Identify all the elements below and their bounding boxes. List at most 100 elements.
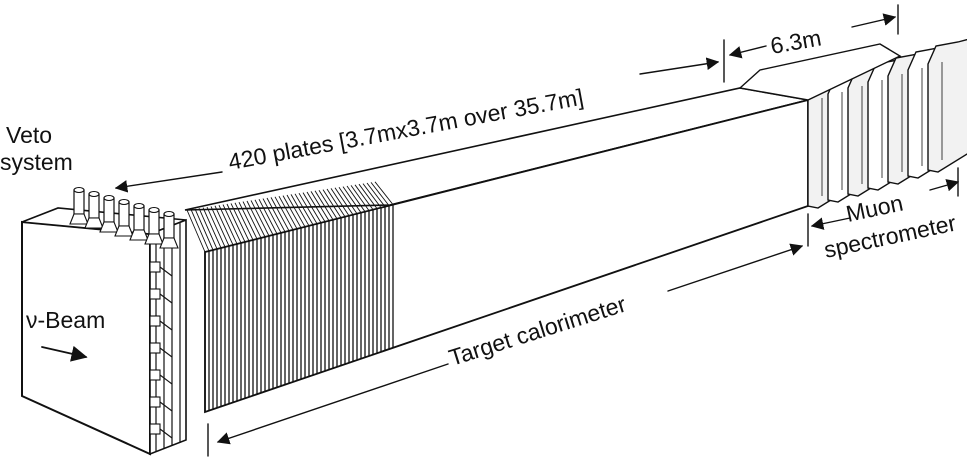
plate-top-line (326, 188, 346, 217)
plate-top-line (230, 203, 250, 242)
plate-top-line (262, 198, 282, 234)
plate-top-line (350, 185, 370, 211)
plate-top-line (314, 190, 334, 220)
muon-arrow-right (929, 179, 960, 192)
veto-connector (149, 342, 161, 354)
veto-tube (118, 201, 130, 227)
beam-label: ν-Beam (26, 307, 105, 333)
veto-label-line1: Veto (6, 122, 52, 148)
veto-tube (73, 189, 85, 215)
veto-label-line2: system (0, 149, 73, 175)
plate-top-line (354, 184, 374, 210)
plate-top-line (202, 207, 222, 249)
plate-top-line (366, 182, 386, 207)
plate-top-line (362, 183, 382, 208)
plates-arrow-left (114, 171, 223, 193)
veto-system (21, 186, 187, 456)
veto-tube (148, 209, 160, 235)
plate-top-line (298, 192, 318, 225)
plate-top-line (270, 197, 290, 232)
plate-top-line (306, 191, 326, 222)
plate-top-line (358, 183, 378, 209)
plate-top-line (210, 206, 230, 247)
veto-tube (103, 197, 115, 223)
veto-tube (163, 213, 175, 239)
plate-top-line (374, 181, 394, 205)
plate-top-line (278, 195, 298, 230)
plate-top-line (302, 192, 322, 223)
plate-top-line (342, 186, 362, 213)
plate-top-line (242, 201, 262, 239)
veto-connector (149, 396, 161, 408)
plate-top-line (266, 197, 286, 233)
plate-top-line (322, 189, 342, 218)
plate-top-line (254, 199, 274, 236)
muon-length-label: 6.3m (768, 24, 823, 58)
veto-connector-lead (159, 347, 173, 358)
target-calorimeter (184, 87, 809, 414)
plate-top-line (238, 202, 258, 240)
plate-top-line (218, 205, 238, 245)
veto-connector-lead (159, 266, 173, 277)
plate-top-line (286, 194, 306, 228)
plate-top-line (290, 194, 310, 227)
veto-tube-cap (88, 190, 100, 198)
veto-connector-lead (159, 293, 173, 304)
plate-top-line (186, 209, 206, 253)
plate-top-line (330, 188, 350, 216)
target-arrow-right (667, 243, 804, 292)
plate-top-line (226, 203, 246, 243)
plate-top-line (346, 185, 366, 212)
muon-segment (927, 38, 967, 173)
muon-length-arrow-left (728, 45, 767, 59)
plate-top-line (206, 206, 226, 248)
plate-top-line (310, 191, 330, 221)
veto-tube-base (159, 237, 179, 249)
veto-connector (149, 423, 161, 435)
veto-tube-cap (73, 186, 85, 194)
veto-photomultipliers (69, 186, 179, 249)
veto-connector-lead (159, 320, 173, 331)
plate-top-line (318, 189, 338, 219)
plate-top-line (234, 202, 254, 241)
veto-front-plate (21, 220, 151, 456)
veto-connector (149, 261, 161, 273)
beam-arrow (41, 345, 88, 362)
veto-connector (149, 288, 161, 300)
muon-spectrometer (738, 38, 967, 209)
veto-tube (133, 205, 145, 231)
plate-top-line (222, 204, 242, 244)
calorimeter-plates (186, 181, 394, 412)
dimension-arrows (41, 4, 960, 457)
veto-connector (149, 369, 161, 381)
plate-top-line (190, 209, 210, 252)
veto-tube-cap (163, 210, 175, 218)
veto-connector-lead (159, 401, 173, 412)
veto-tube-cap (103, 194, 115, 202)
plate-top-line (370, 182, 390, 206)
veto-layers (149, 223, 181, 452)
veto-connector (149, 315, 161, 327)
veto-connector-lead (159, 428, 173, 439)
plate-top-line (274, 196, 294, 231)
plate-top-line (334, 187, 354, 215)
plate-top-line (198, 208, 218, 250)
target-arrow-left (216, 363, 449, 445)
veto-tube-cap (148, 206, 160, 214)
muon-length-arrow-right (851, 13, 897, 28)
plate-top-line (194, 208, 214, 251)
plate-top-line (294, 193, 314, 226)
plate-top-line (214, 205, 234, 246)
veto-tube-cap (118, 198, 130, 206)
plates-arrow-right (639, 57, 720, 75)
plate-top-line (282, 195, 302, 229)
plate-top-line (250, 200, 270, 237)
plate-top-line (338, 186, 358, 214)
muon-top (738, 43, 902, 101)
veto-tube-cap (133, 202, 145, 210)
plate-top-line (246, 200, 266, 238)
veto-tube (88, 193, 100, 219)
veto-connector-lead (159, 374, 173, 385)
muon-arrow-left (810, 217, 851, 230)
